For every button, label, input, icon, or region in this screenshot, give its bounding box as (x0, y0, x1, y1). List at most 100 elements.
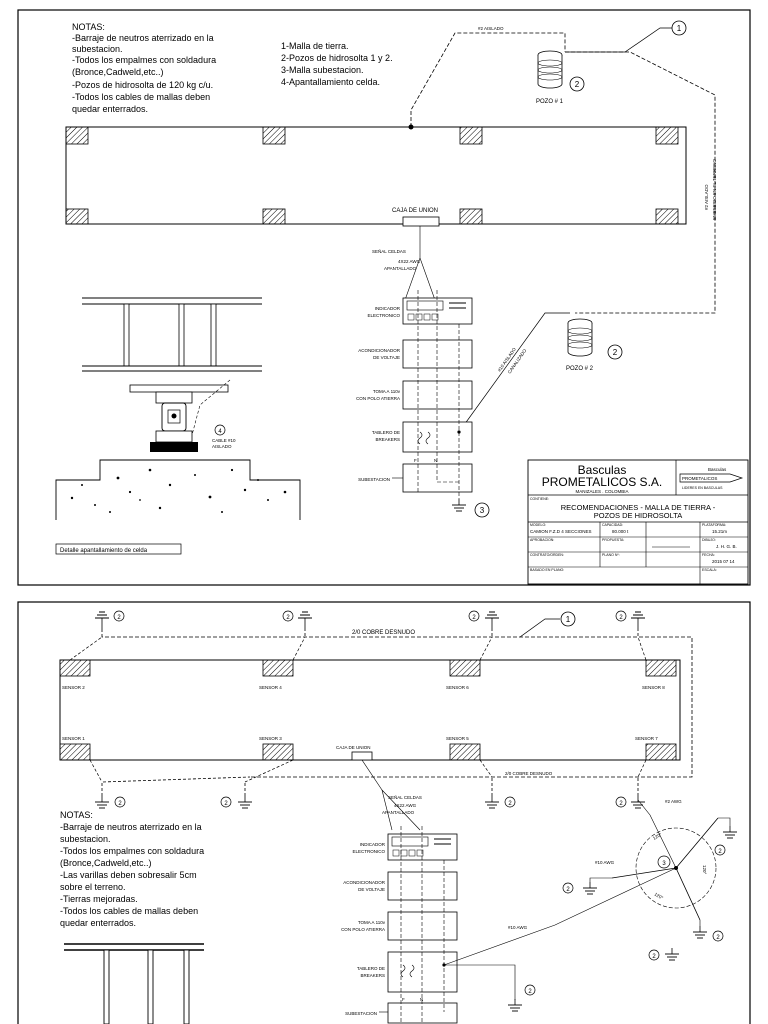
s2-note-line: subestacion. (60, 834, 111, 844)
callout-4-label: 4 (218, 429, 222, 435)
s2-n-label: N (420, 997, 423, 1002)
ground-wire-side (565, 51, 716, 314)
sensor-7-label: SENSOR 7 (635, 736, 658, 741)
s2-note-line: sobre el terreno. (60, 882, 126, 892)
awg-label-2: APANTALLADO (384, 266, 417, 271)
s2-indicador-box (387, 833, 458, 861)
note-line: -Todos los empalmes con soldadura (72, 55, 216, 65)
rod-callout: 2 (508, 801, 512, 807)
note-line: (Bronce,Cadweld,etc..) (72, 67, 164, 77)
note-line: -Pozos de hidrosolta de 120 kg c/u. (72, 80, 213, 90)
note-line: subestacion. (72, 44, 123, 54)
indicador-label-2: ELECTRONICO (367, 313, 400, 318)
toma-label-2: CON POLO ATIERRA (356, 396, 400, 401)
contrato-label: CONTRATO/ORDEN: (530, 553, 564, 557)
callout-2-label: 2 (575, 80, 580, 89)
propuesta-label: PROPUESTA: (602, 538, 624, 542)
s2-acond-label-1: ACONDICIONADOR (343, 880, 386, 885)
angle-1: 120° (652, 832, 663, 841)
acond-label-2: DE VOLTAJE (373, 355, 400, 360)
tablero-label-1: TABLERO DE (372, 430, 400, 435)
acond-label-1: ACONDICIONADOR (358, 348, 401, 353)
angle-3: 120° (654, 892, 665, 901)
s2-note-line: (Bronce,Cadweld,etc..) (60, 858, 152, 868)
sheet-1-border (17, 9, 751, 586)
s2-notes-heading: NOTAS: (60, 810, 93, 820)
sheet-1: NOTAS: -Barraje de neutros aterrizado en… (17, 9, 751, 586)
subestacion-box (402, 463, 473, 493)
sensor-4-label: SENSOR 4 (259, 685, 282, 690)
awg10-b-label: #10 AWG (508, 925, 528, 930)
aislado-top-label: #2 AISLADO (478, 26, 504, 31)
pozo-1: 2 POZO # 1 (536, 50, 585, 105)
sheet-1-legend: 1-Malla de tierra. 2-Pozos de hidrosolta… (281, 41, 393, 87)
dibujo-value: J. H. G. B. (716, 544, 737, 549)
brand-city: MANIZALES . COLOMBIA (575, 489, 628, 494)
brand-logo: Basculas PROMETALICOS LIDERES EN BASCULA… (679, 467, 744, 490)
top-ground-rods: 2 2 2 2 (95, 610, 645, 628)
sensor-pads (65, 126, 679, 225)
rod-callout: 2 (619, 615, 623, 621)
callout-4 (214, 424, 226, 436)
sensor-1-label: SENSOR 1 (62, 736, 85, 741)
rod-callout: 2 (652, 954, 656, 960)
s2-acond-box (387, 871, 458, 901)
capacidad-label: CAPACIDAD: (602, 523, 623, 527)
logo-text-1: Basculas (708, 467, 727, 472)
caja-union-box (402, 216, 440, 227)
cable-top-label: 2/0 COBRE DESNUDO (352, 630, 415, 636)
rod-callout: 2 (117, 615, 121, 621)
callout-1 (671, 20, 687, 36)
sensor-pad (65, 208, 89, 225)
s2-callout-1 (560, 611, 576, 627)
plano-label: PLANO Nº: (602, 553, 620, 557)
sensor-pad (262, 208, 286, 225)
s2-tablero-label-1: TABLERO DE (357, 966, 385, 971)
equipment-column-1: INDICADOR ELECTRONICO ACONDICIONADOR DE … (356, 290, 490, 518)
acondicionador-box (402, 339, 473, 369)
fecha-label: FECHA: (702, 553, 715, 557)
indicador-box (402, 297, 473, 325)
modelo-value: CAMION F.Z.D 4 SECCIONES (530, 529, 592, 534)
ground-wire-top (410, 32, 566, 127)
toma-label-1: TOMA A 110v (373, 389, 401, 394)
aislado-side-label-2: EMBEBIDO EN EL TERRENO (712, 158, 717, 220)
callout-2 (569, 76, 585, 92)
dibujo-label: DIBUJO: (702, 538, 716, 542)
notes-heading: NOTAS: (72, 22, 105, 32)
ground-triangle: #10 AWG #2 AWG 3 #10 AWG 120° 120° 120° … (443, 799, 738, 966)
f-label: F (414, 458, 417, 463)
n-label: N (434, 458, 437, 463)
aislado-side-label-1: #2 AISLADO (704, 184, 709, 210)
sheet-2-notes: NOTAS: -Barraje de neutros aterrizado en… (60, 810, 204, 928)
callout-2b-label: 2 (613, 348, 618, 357)
callout-1-label: 1 (677, 24, 682, 33)
sheet-2: 2/0 COBRE DESNUDO 1 2 2 2 2 SENS (17, 601, 751, 1024)
s2-indicador-label-1: INDICADOR (360, 842, 386, 847)
signal-cable (404, 226, 436, 301)
s2-sensor-pads (59, 659, 677, 761)
s2-subestacion-box (387, 1002, 458, 1024)
sensor-pad (65, 126, 89, 145)
callout-leader (565, 27, 672, 53)
sensor-pad (655, 126, 679, 145)
tablero-box (402, 421, 473, 453)
s2-load-cell-partial (64, 943, 204, 1024)
sensor-pad (262, 126, 286, 145)
s2-subestacion-label: SUBESTACION (345, 1011, 377, 1016)
s2-acond-label-2: DE VOLTAJE (358, 887, 385, 892)
cable-loop (101, 628, 693, 778)
plataforma-label: PLATAFORMA: (702, 523, 726, 527)
rod-callout: 2 (118, 801, 122, 807)
s2-toma-label-1: TOMA A 110v (358, 920, 386, 925)
sensor-pad (459, 208, 483, 225)
rod-callout: 2 (472, 615, 476, 621)
rod-callout: 2 (619, 801, 623, 807)
awg10-a-label: #10 AWG (595, 860, 615, 865)
senal-celdas-label: SEÑAL CELDAS (372, 248, 406, 254)
s2-tablero-label-2: BREAKERS (360, 973, 385, 978)
logo-text-2: PROMETALICOS (682, 476, 717, 481)
escala-label: ESCALA: (702, 568, 717, 572)
legend-item: 2-Pozos de hidrosolta 1 y 2. (281, 53, 393, 63)
